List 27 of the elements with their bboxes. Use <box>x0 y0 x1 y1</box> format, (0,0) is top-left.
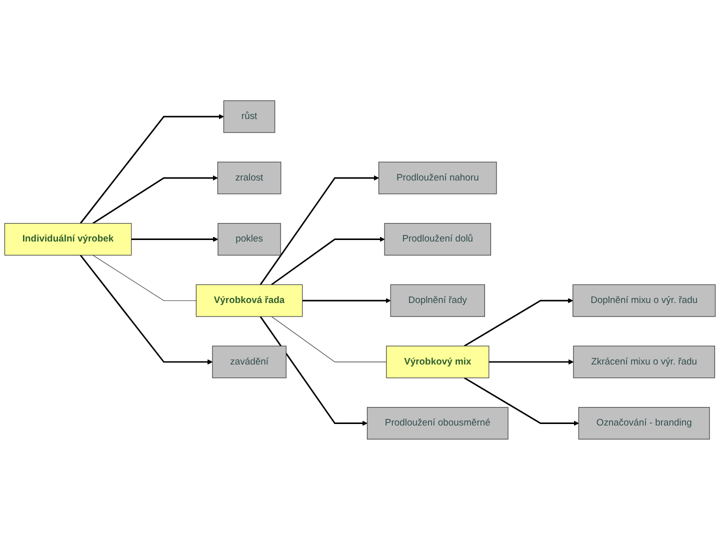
node-box: Doplnění řady <box>390 284 485 317</box>
arrow <box>260 175 380 286</box>
arrow <box>488 359 574 365</box>
arrow <box>464 298 574 347</box>
node-box: Prodloužení obousměrné <box>366 407 508 440</box>
node-box: zavádění <box>212 346 286 378</box>
arrow <box>464 377 579 426</box>
arrow <box>80 254 213 365</box>
node-box: Prodloužení nahoru <box>378 162 497 194</box>
node-box: růst <box>223 100 276 133</box>
connector <box>271 316 387 362</box>
node-box: zralost <box>217 162 282 194</box>
arrow <box>131 236 218 242</box>
node-box: Doplnění mixu o výr. řadu <box>572 284 716 317</box>
arrow <box>271 236 385 286</box>
arrow <box>80 114 224 224</box>
node-box: Výrobkový mix <box>386 346 490 378</box>
arrow <box>302 298 391 304</box>
node-box: Individuální výrobek <box>4 223 132 256</box>
node-box: Výrobková řada <box>196 284 303 317</box>
node-box: Zkrácení mixu o výr. řadu <box>573 346 716 378</box>
node-box: pokles <box>218 223 281 256</box>
node-box: Prodloužení dolů <box>384 223 492 256</box>
connector <box>92 254 196 301</box>
arrow <box>260 316 368 426</box>
node-box: Označování - branding <box>578 407 710 440</box>
arrow <box>92 175 218 224</box>
